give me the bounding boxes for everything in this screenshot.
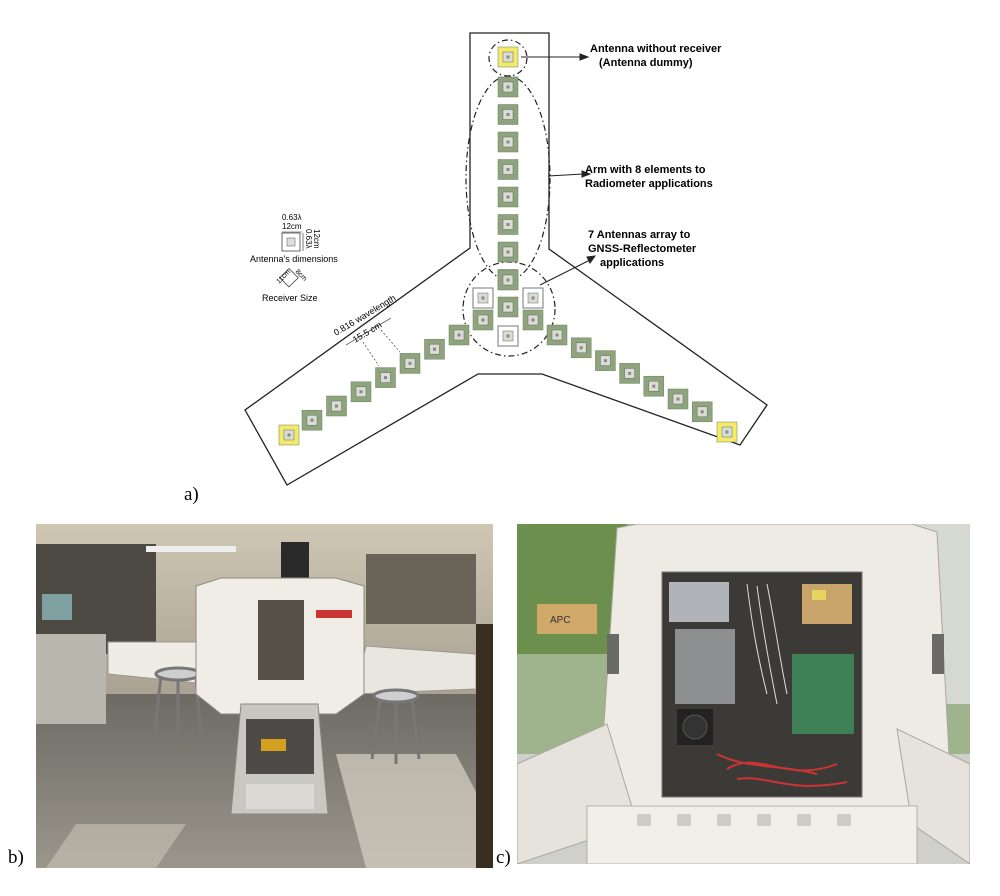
- photo-c-hub-interior: APC: [517, 524, 970, 864]
- hub-window: [258, 600, 304, 680]
- radiometer-element: [497, 76, 519, 98]
- radiometer-element: [497, 159, 519, 180]
- callout-arm-line1: Arm with 8 elements to: [585, 164, 706, 176]
- left-arm-element: [424, 338, 445, 360]
- right-arm-element: [570, 337, 592, 359]
- receiver-dim-a: 11cm: [275, 269, 292, 286]
- dim-width-top: 0.63λ: [282, 213, 302, 222]
- left-arm-element: [301, 409, 323, 431]
- dummy-antenna-left: [278, 424, 300, 446]
- callout-leaders: [521, 53, 597, 286]
- arm-right: [353, 645, 477, 695]
- radiometer-element: [497, 131, 519, 153]
- callout-gnss-line3: applications: [600, 257, 664, 269]
- callout-arm-line2: Radiometer applications: [585, 178, 713, 190]
- callout-gnss-line1: 7 Antennas array to: [588, 229, 691, 241]
- stool-left: [152, 666, 203, 744]
- gnss-element: [497, 269, 519, 291]
- callout-gnss-line2: GNSS-Reflectometer: [588, 243, 697, 255]
- sunlight-patch: [336, 754, 493, 868]
- callout-dummy-line2: (Antenna dummy): [599, 57, 693, 69]
- left-arm-element: [448, 324, 470, 346]
- left-arm-element: [375, 367, 396, 388]
- antenna-elements: [278, 46, 738, 446]
- gnss-element-open: [472, 287, 494, 309]
- element-spacing-annotation: 0.816 wavelength 15.5 cm: [332, 293, 401, 367]
- dim-height-top: 0.63λ: [304, 229, 313, 249]
- ceiling-lamp: [146, 546, 236, 552]
- right-arm-element: [546, 324, 568, 346]
- wiring: [716, 753, 848, 787]
- bench-left: [36, 634, 106, 724]
- receiver-size-caption: Receiver Size: [262, 293, 318, 303]
- pcb-board: [802, 584, 852, 624]
- dim-height-bottom: 12cm: [312, 229, 321, 249]
- apc-box-label: APC: [550, 615, 571, 626]
- radiometer-element: [497, 186, 519, 208]
- right-arm-element: [595, 350, 616, 371]
- photo-b-lab-prototype: [36, 524, 493, 868]
- stool-right: [370, 688, 421, 764]
- panel-label-b: b): [8, 847, 24, 868]
- dummy-antenna-top: [497, 46, 519, 68]
- radiometer-element: [497, 214, 519, 235]
- right-arm-element: [643, 375, 665, 397]
- panel-label-c: c): [496, 847, 511, 868]
- radiometer-element: [497, 104, 519, 125]
- hub-side-slot-left: [607, 634, 619, 674]
- right-arm-element: [619, 363, 640, 384]
- hub-side-slot-right: [932, 634, 944, 674]
- antenna-dimensions-legend: 0.63λ 12cm 0.63λ 12cm Antenna's dimensio…: [250, 213, 338, 264]
- receiver-size-legend: 11cm 8cm Receiver Size: [262, 267, 318, 303]
- dummy-antenna-right: [716, 421, 738, 443]
- gnss-element-open: [497, 325, 519, 347]
- base-plate: [586, 805, 918, 864]
- array-outline: [244, 32, 768, 486]
- radiometer-element: [497, 241, 519, 263]
- gnss-element: [497, 296, 519, 318]
- antenna-dimensions-caption: Antenna's dimensions: [250, 254, 338, 264]
- dim-width-bottom: 12cm: [282, 222, 302, 231]
- gnss-element: [522, 309, 544, 331]
- panel-label-a: a): [184, 484, 199, 505]
- left-arm-element: [326, 395, 347, 417]
- gnss-element: [472, 309, 494, 331]
- array-diagram: Antenna without receiver (Antenna dummy)…: [244, 32, 768, 486]
- left-arm-element: [399, 353, 421, 374]
- gnss-element-open: [522, 287, 544, 309]
- left-arm-element: [350, 381, 372, 403]
- callout-dummy-line1: Antenna without receiver: [590, 43, 722, 55]
- right-arm-element: [667, 388, 689, 410]
- right-arm-element: [691, 401, 713, 423]
- power-supply: [669, 582, 729, 622]
